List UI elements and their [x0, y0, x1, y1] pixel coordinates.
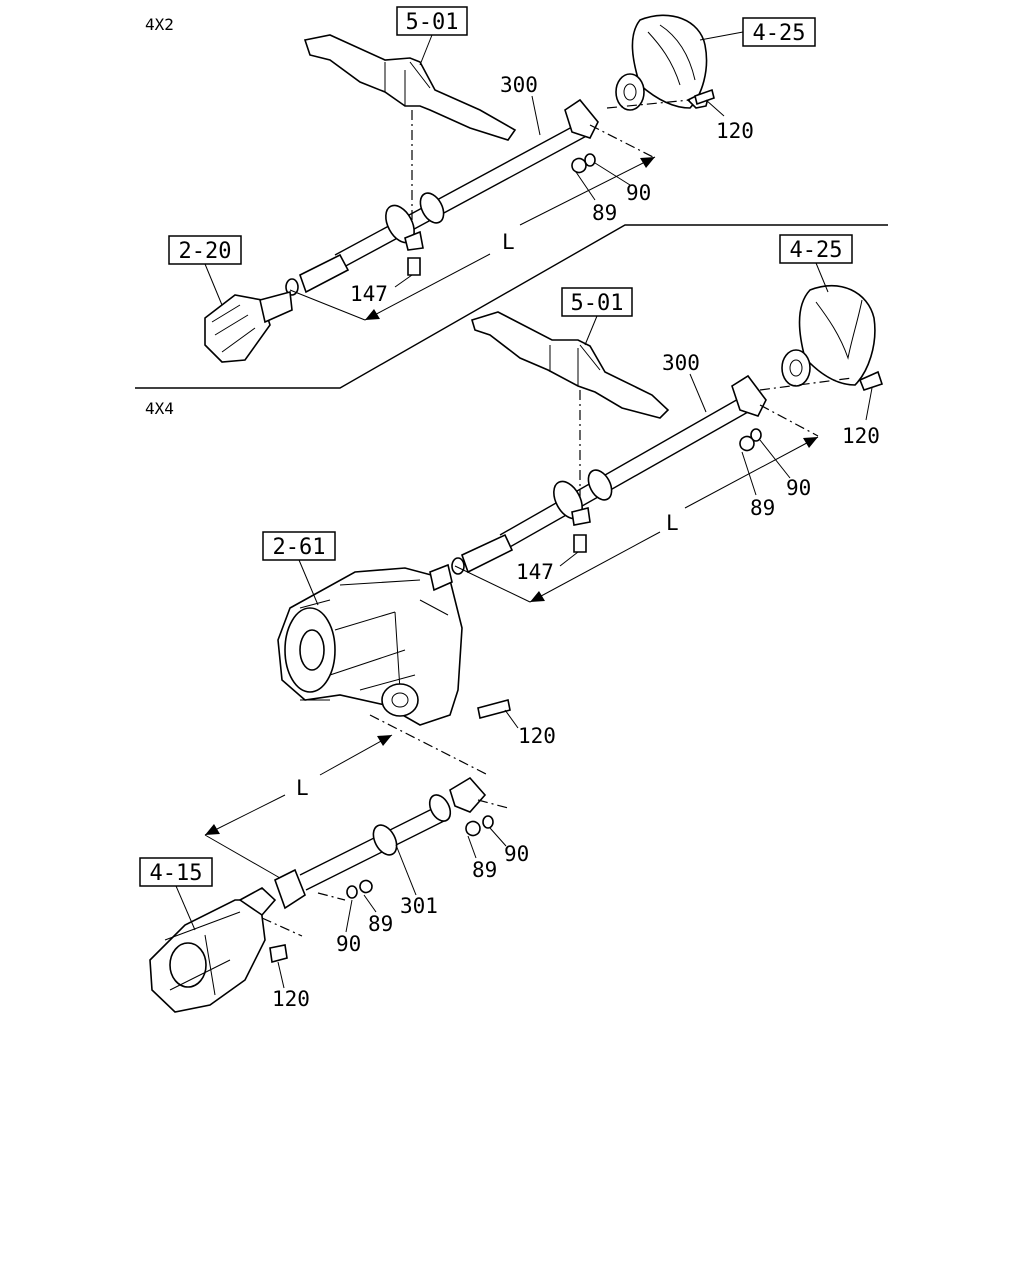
ref-box-5-01-top: 5-01 [396, 6, 468, 66]
svg-text:4-15: 4-15 [150, 861, 203, 886]
ref-box-4-25-mid: 4-25 [779, 234, 853, 293]
propeller-shaft-front [274, 776, 487, 910]
label-89-front-right: 89 [472, 858, 497, 882]
fasteners-mid [573, 370, 884, 553]
label-90-front-left: 90 [336, 932, 361, 956]
svg-text:4-25: 4-25 [790, 238, 843, 263]
label-90-top: 90 [626, 181, 651, 205]
crossmember-top [303, 34, 517, 245]
fasteners-front [317, 799, 509, 901]
svg-text:5-01: 5-01 [571, 291, 624, 316]
label-147-top: 147 [350, 282, 388, 306]
svg-text:4-25: 4-25 [753, 21, 806, 46]
label-L-front: L [296, 776, 309, 800]
ref-box-4-15: 4-15 [139, 857, 213, 931]
ref-box-2-20: 2-20 [168, 235, 242, 306]
transmission-top [204, 290, 293, 363]
length-dimension-mid [454, 436, 819, 603]
label-120-transfer-case: 120 [518, 724, 556, 748]
ref-box-2-61: 2-61 [262, 531, 336, 606]
label-L-top: L [502, 230, 515, 254]
length-dimension-front [204, 734, 393, 879]
label-L-mid: L [666, 511, 679, 535]
label-300-mid: 300 [662, 351, 700, 375]
rear-axle-mid [759, 285, 876, 391]
propeller-shaft-top [285, 98, 599, 296]
label-301-front: 301 [400, 894, 438, 918]
section-divider [135, 224, 888, 389]
label-120-front-axle: 120 [272, 987, 310, 1011]
label-147-mid: 147 [516, 560, 554, 584]
svg-text:5-01: 5-01 [406, 10, 459, 35]
svg-text:2-20: 2-20 [179, 239, 232, 264]
section-label-4x4: 4X4 [145, 399, 174, 418]
section-label-4x2: 4X2 [145, 15, 174, 34]
label-90-mid: 90 [786, 476, 811, 500]
svg-text:2-61: 2-61 [273, 535, 326, 560]
front-axle [149, 887, 303, 1013]
label-89-top: 89 [592, 201, 617, 225]
label-89-mid: 89 [750, 496, 775, 520]
length-dimension-top [289, 156, 656, 321]
label-89-front-left: 89 [368, 912, 393, 936]
ref-box-4-25-top: 4-25 [699, 17, 816, 47]
label-120-mid: 120 [842, 424, 880, 448]
rear-axle-top [606, 14, 709, 111]
propeller-shaft-mid [451, 374, 767, 575]
label-90-front-right: 90 [504, 842, 529, 866]
ref-box-5-01-mid: 5-01 [561, 287, 633, 346]
crossmember-mid [471, 311, 670, 510]
label-300-top: 300 [500, 73, 538, 97]
label-120-top: 120 [716, 119, 754, 143]
transfer-case [277, 563, 511, 776]
fasteners-top [407, 88, 715, 276]
